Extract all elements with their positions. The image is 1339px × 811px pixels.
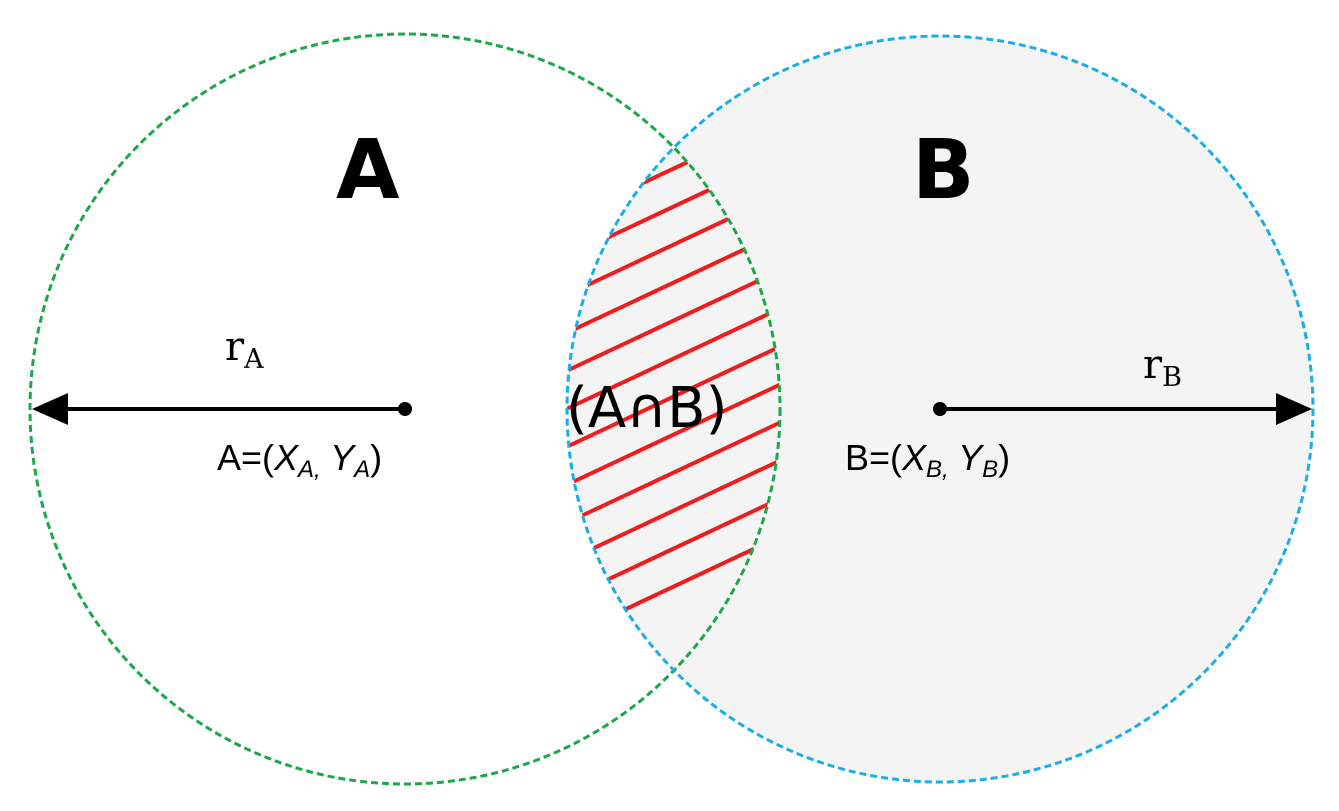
center-a-y: Y	[321, 437, 357, 478]
center-b-x-sub: B,	[926, 456, 949, 483]
radius-b-label: rB	[1143, 342, 1182, 393]
radius-b-symbol: r	[1143, 342, 1163, 388]
center-a-x-sub: A,	[296, 456, 321, 483]
center-b-y: Y	[949, 437, 985, 478]
center-b-x: X	[901, 437, 928, 478]
center-a-dot	[398, 402, 412, 416]
center-b-prefix: B=(	[845, 437, 902, 478]
center-b-label: B=(XB, YB)	[845, 437, 1010, 483]
set-b-letter: B	[912, 123, 975, 218]
center-b-dot	[933, 402, 947, 416]
center-a-label: A=(XA, YA)	[217, 437, 382, 483]
radius-a-subscript: A	[243, 344, 264, 375]
center-a-prefix: A=(	[217, 437, 274, 478]
radius-a-symbol: r	[225, 324, 245, 370]
center-a-x: X	[273, 437, 300, 478]
circle-a-outline	[28, 32, 782, 786]
radius-a-label: rA	[225, 324, 264, 375]
center-b-y-sub: B	[982, 456, 998, 483]
set-a-letter: A	[336, 123, 400, 218]
radius-b-subscript: B	[1162, 362, 1182, 393]
center-a-suffix: )	[370, 437, 382, 478]
intersection-label: (A∩B)	[566, 376, 727, 441]
circle-b-outline	[565, 34, 1315, 784]
center-a-y-sub: A	[352, 456, 370, 483]
center-b-suffix: )	[998, 437, 1010, 478]
